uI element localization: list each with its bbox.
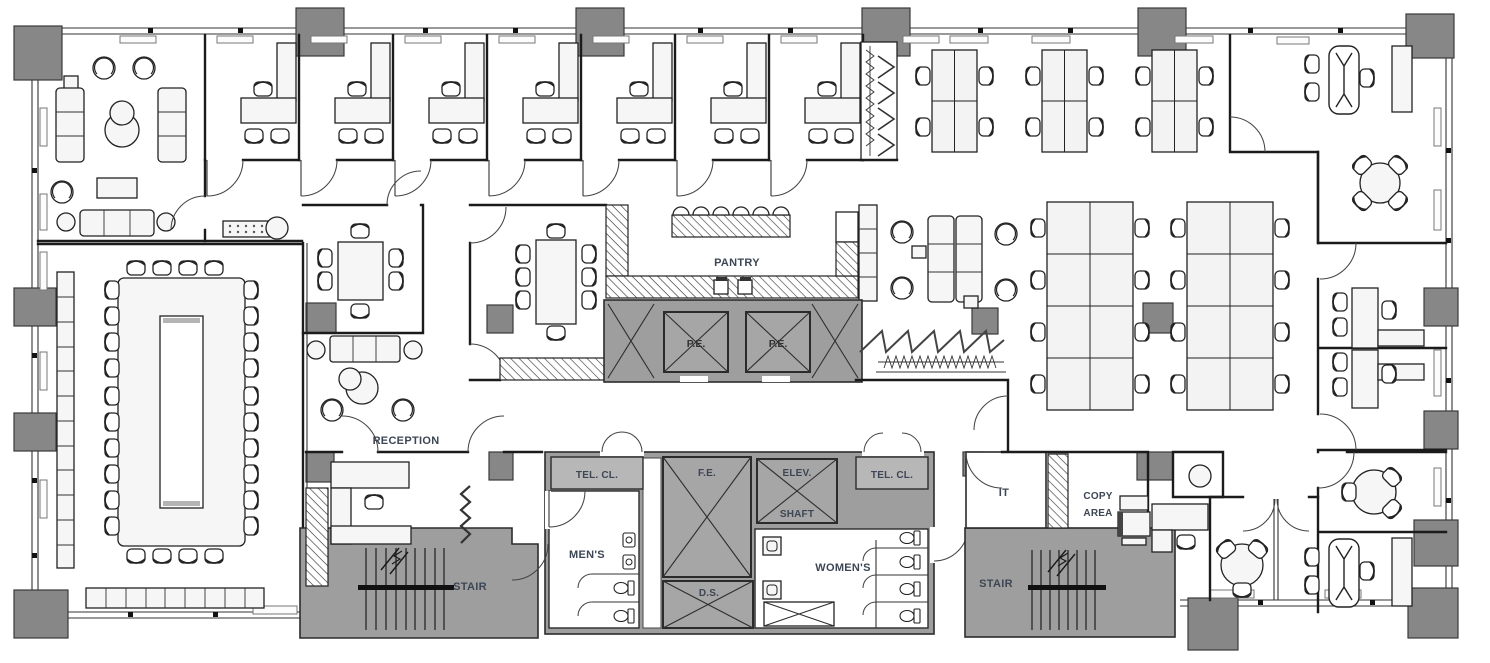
copy-area-label-line2: AREA <box>1083 508 1112 519</box>
stair-left: STAIR <box>299 487 549 639</box>
coat-rack-mid <box>854 329 1010 454</box>
elevator-bank: P.E. P.E. <box>603 299 863 383</box>
conference-room <box>56 241 308 609</box>
building-shell <box>13 7 1459 651</box>
private-offices-row <box>203 33 863 196</box>
copier-icon <box>1117 495 1151 546</box>
stair-left-label: STAIR <box>453 581 487 593</box>
pe-left-label: P.E. <box>687 338 706 350</box>
reception-waiting-area: RECEPTION <box>306 335 440 447</box>
womens-room: WOMEN'S <box>754 526 969 629</box>
it-label: IT <box>999 487 1009 499</box>
lounge-mid <box>890 215 1018 309</box>
copy-area: COPY AREA <box>1000 450 1209 553</box>
copy-area-label-line1: COPY <box>1083 491 1112 502</box>
window-mullion-ticks <box>32 28 1451 617</box>
structural-columns <box>13 7 1459 651</box>
womens-label: WOMEN'S <box>815 562 870 574</box>
east-office-b <box>1316 349 1448 454</box>
central-core: TEL. CL. F.E. D.S. ELEV. SHAFT TEL. CL. … <box>544 431 969 635</box>
it-room: IT <box>965 451 1047 529</box>
meeting-room-2 <box>468 203 608 382</box>
elev-shaft-label-line2: SHAFT <box>780 509 814 520</box>
pe-right-label: P.E. <box>769 338 788 350</box>
stair-right: STAIR <box>964 527 1176 638</box>
elev-shaft-label-line1: ELEV. <box>783 468 812 479</box>
east-office-d <box>1304 537 1413 608</box>
corner-office-ne <box>1228 33 1448 245</box>
coffee-room-east <box>1171 450 1225 499</box>
meeting-room-1 <box>301 170 425 335</box>
stair-right-label: STAIR <box>979 578 1013 590</box>
coat-closet-top <box>859 41 899 162</box>
tel-cl-left-label: TEL. CL. <box>576 470 618 481</box>
mens-room: MEN'S <box>545 490 640 629</box>
fe-label: F.E. <box>698 468 716 479</box>
east-room-c <box>1208 495 1320 602</box>
tel-cl-right-label: TEL. CL. <box>871 470 913 481</box>
mens-label: MEN'S <box>569 549 605 561</box>
ds-label: D.S. <box>699 588 719 599</box>
pantry-label: PANTRY <box>714 257 760 269</box>
pantry: PANTRY <box>605 204 878 302</box>
window-sills <box>39 35 1442 615</box>
east-office-a <box>1316 150 1448 416</box>
reception-desk-area <box>304 415 544 545</box>
reception-label: RECEPTION <box>373 435 440 447</box>
lounge-top-left <box>36 56 304 246</box>
